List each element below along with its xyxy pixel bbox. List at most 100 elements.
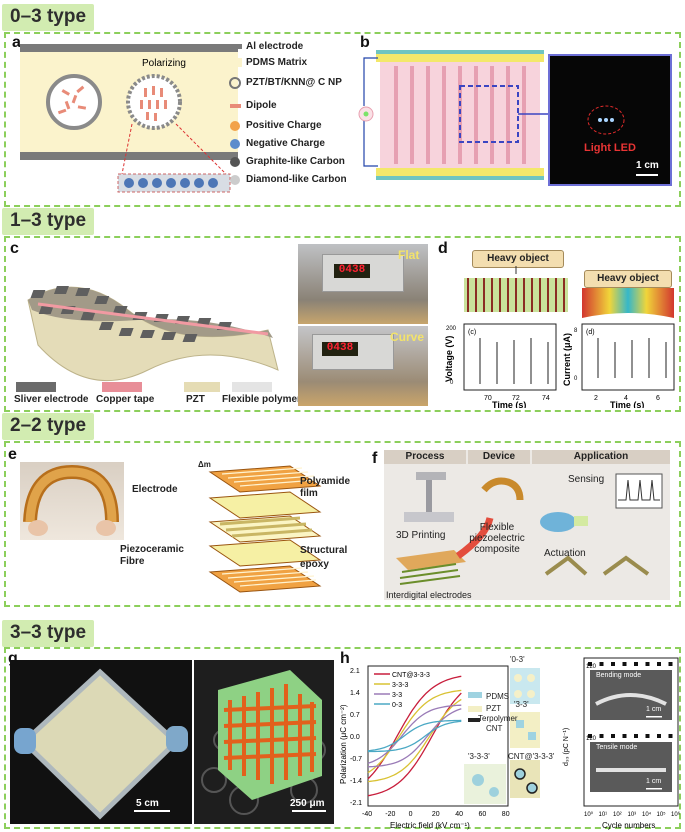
- hyst-ytick: -1.4: [350, 778, 362, 785]
- bottom-electrode: [20, 152, 238, 160]
- svg-text:74: 74: [542, 395, 550, 402]
- panel-row-0-3: [4, 32, 681, 207]
- section-label-2-2: 2–2 type: [2, 413, 95, 440]
- legend-diamond: Diamond-like Carbon: [246, 174, 347, 185]
- struct-333: '3-3-3': [468, 752, 490, 761]
- legend-np: PZT/BT/KNN@ C NP: [246, 77, 342, 88]
- heavy-object-right: Heavy object: [584, 270, 672, 288]
- svg-text:70: 70: [484, 395, 492, 402]
- hyst-ytick: -0.7: [350, 756, 362, 763]
- d33-xtick: 10³: [628, 812, 637, 818]
- panel-c-schematic: [27, 286, 279, 382]
- hyst-ytick: 0.7: [350, 712, 360, 719]
- panel-b-scale: 1 cm: [636, 160, 659, 171]
- piezo-stressed: [582, 288, 674, 318]
- panel-row-2-2: [4, 441, 681, 607]
- d33-point: [622, 734, 627, 738]
- hyst-xtick: 80: [502, 811, 510, 818]
- svg-text:0: 0: [450, 380, 454, 386]
- piezo-flat: [464, 266, 568, 312]
- d33-point: [634, 662, 638, 666]
- d33-point: [668, 734, 673, 738]
- svg-text:(d): (d): [586, 329, 595, 336]
- hyst-xtick: -40: [362, 811, 372, 818]
- delta-label: Δm: [198, 460, 211, 469]
- panel-e-photo: [20, 462, 124, 540]
- svg-text:d₃₃ (pC N⁻¹): d₃₃ (pC N⁻¹): [563, 728, 570, 766]
- hyst-loop-1-down: [367, 689, 462, 774]
- header-process: Process: [384, 450, 466, 464]
- d33-point: [657, 662, 661, 666]
- panel-g-scale1: 5 cm: [136, 798, 159, 809]
- d33-point: [588, 662, 592, 666]
- svg-text:Polarization (μC cm⁻²): Polarization (μC cm⁻²): [339, 704, 348, 784]
- hyst-xtick: -20: [385, 811, 395, 818]
- legend-pdms: PDMS Matrix: [246, 57, 308, 68]
- struct-cnt: CNT: [486, 724, 503, 733]
- hyst-ytick: -2.1: [350, 800, 362, 807]
- header-application: Application: [532, 450, 670, 464]
- hyst-xtick: 60: [479, 811, 487, 818]
- led-ring: [587, 105, 658, 176]
- struct-33: '3-3': [514, 700, 529, 709]
- svg-text:8: 8: [574, 328, 578, 334]
- svg-text:4: 4: [624, 395, 628, 402]
- square-sample: [14, 668, 188, 820]
- label-actuation: Actuation: [544, 548, 586, 559]
- d33-point: [611, 662, 615, 666]
- svg-text:200: 200: [446, 326, 457, 332]
- struct-cnt333: CNT@'3-3-3': [508, 752, 555, 761]
- struct-terpolymer: Terpolymer: [478, 714, 518, 723]
- hyst-legend-label: 3-3: [392, 692, 402, 699]
- photo-flat: 0438 Flat: [298, 244, 428, 324]
- svg-text:Voltage (V): Voltage (V): [444, 336, 454, 382]
- panel-h-letter: h: [340, 650, 350, 667]
- hyst-ytick: 2.1: [350, 668, 360, 675]
- panel-row-3-3: [4, 647, 681, 829]
- flexible-film: [23, 464, 119, 536]
- legend-flexible-polymer: Flexible polymer: [222, 394, 301, 405]
- photo-curve: 0438 Curve: [298, 326, 428, 406]
- hyst-xtick: 20: [432, 811, 440, 818]
- svg-text:Time (s): Time (s): [492, 400, 526, 408]
- d33-xtick: 10⁴: [642, 811, 652, 818]
- svg-text:72: 72: [512, 395, 520, 402]
- hyst-loop-2-up: [367, 708, 462, 768]
- panel-a-legend-swatches: [229, 44, 242, 185]
- label-polyamide: Polyamide film: [300, 476, 351, 499]
- struct-03: '0-3': [510, 655, 525, 664]
- d33-xtick: 10²: [613, 812, 622, 818]
- panel-d-letter: d: [438, 240, 448, 257]
- hyst-loop-1-up: [367, 698, 462, 783]
- d33-xtick: 10⁶: [671, 811, 681, 818]
- panel-c-letter: c: [10, 240, 19, 257]
- panel-b-led-photo: Light LED 1 cm: [548, 54, 672, 186]
- d33-point: [588, 734, 592, 738]
- panel-f-letter: f: [372, 450, 378, 467]
- flat-label: Flat: [398, 248, 420, 262]
- panel-c-legend-swatches: [16, 382, 272, 392]
- panel-g-letter: g: [8, 650, 18, 667]
- d33-point: [634, 734, 638, 738]
- panel-f-art: [396, 472, 663, 585]
- svg-text:2: 2: [594, 395, 598, 402]
- d33-xtick: 10⁵: [657, 811, 667, 818]
- svg-text:6: 6: [656, 395, 660, 402]
- panel-row-1-3: [4, 236, 681, 412]
- panel-g-scaffold: 250 μm: [194, 660, 334, 824]
- d33-xtick: 10¹: [599, 812, 608, 818]
- panel-a-letter: a: [12, 34, 21, 51]
- display-flat: 0438: [334, 264, 370, 278]
- legend-negative: Negative Charge: [246, 138, 325, 149]
- hyst-loop-3-up: [367, 720, 462, 753]
- hyst-xtick: 40: [455, 811, 463, 818]
- np-polarized: [126, 74, 182, 130]
- heavy-object-left: Heavy object: [472, 250, 564, 268]
- svg-text:Cycle numbers: Cycle numbers: [602, 821, 655, 830]
- legend-al-electrode: Al electrode: [246, 41, 304, 52]
- header-device: Device: [468, 450, 530, 464]
- legend-dipole: Dipole: [246, 100, 277, 111]
